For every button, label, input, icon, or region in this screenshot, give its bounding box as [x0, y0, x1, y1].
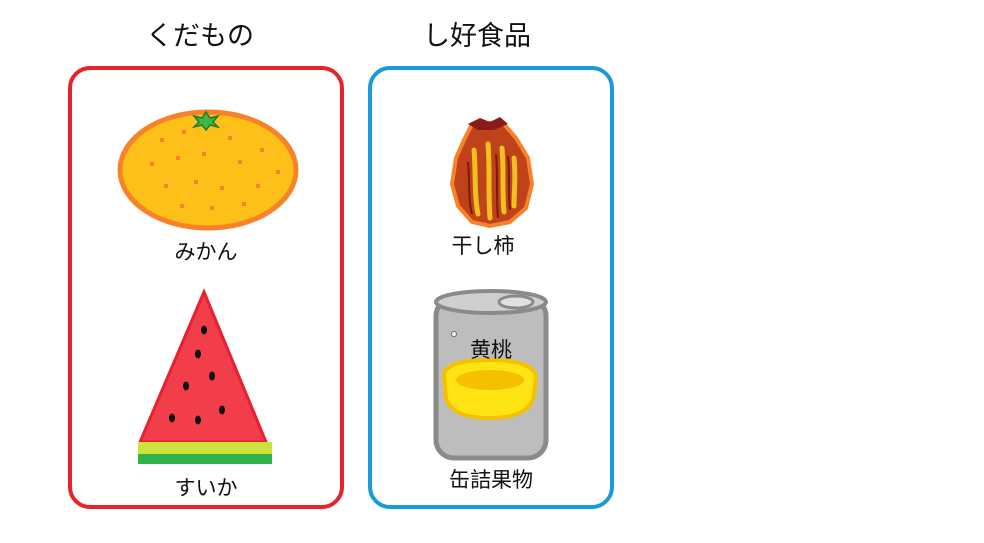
mandarin-orange-label: みかん [174, 240, 238, 264]
fruits-heading: くだもの [146, 21, 254, 52]
canned-fruit-icon [433, 289, 549, 461]
dried-persimmon-label: 干し柿 [451, 234, 515, 258]
canned-fruit-label: 缶詰果物 [449, 468, 533, 492]
dried-persimmon-icon [449, 117, 535, 229]
mandarin-orange-icon [117, 109, 299, 231]
luxury-foods-panel [368, 66, 614, 509]
watermelon-label: すいか [174, 476, 238, 500]
canned-fruit-can-label: 黄桃 [470, 338, 512, 362]
watermelon-slice-icon [137, 288, 272, 464]
fruits-panel [68, 66, 344, 509]
luxury-foods-heading: し好食品 [423, 21, 531, 52]
